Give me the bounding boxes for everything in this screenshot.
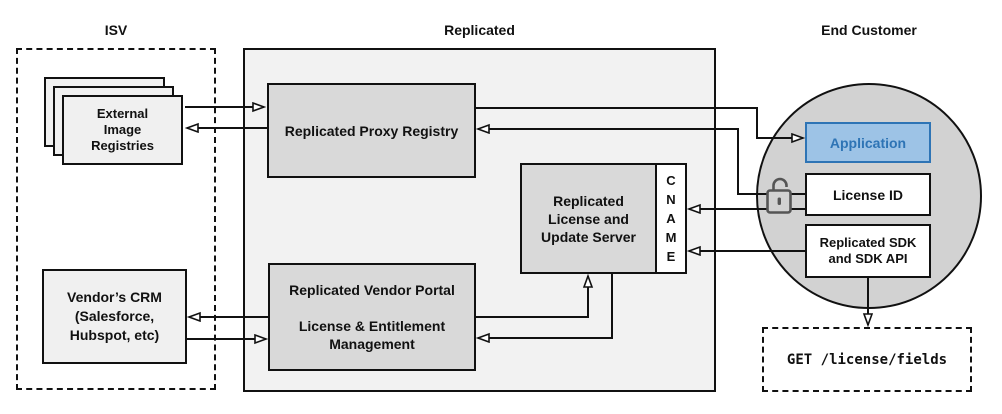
section-title-isv: ISV [104, 22, 128, 38]
external-image-registries-node: External Image Registries [62, 95, 183, 165]
vendor-portal-node: Replicated Vendor Portal License & Entit… [268, 263, 476, 371]
license-id-node: License ID [805, 173, 931, 216]
get-license-fields-node: GET /license/fields [762, 327, 972, 392]
vendor-crm-node: Vendor’s CRM (Salesforce, Hubspot, etc) [42, 269, 187, 364]
license-update-server-node: Replicated License and Update Server [520, 163, 657, 274]
section-title-replicated: Replicated [444, 22, 515, 38]
section-title-end-customer: End Customer [821, 22, 917, 38]
application-node: Application [805, 122, 931, 163]
replicated-sdk-node: Replicated SDK and SDK API [805, 224, 931, 278]
cname-strip: C N A M E [655, 163, 687, 274]
proxy-registry-node: Replicated Proxy Registry [267, 83, 476, 178]
isv-container [16, 48, 216, 390]
